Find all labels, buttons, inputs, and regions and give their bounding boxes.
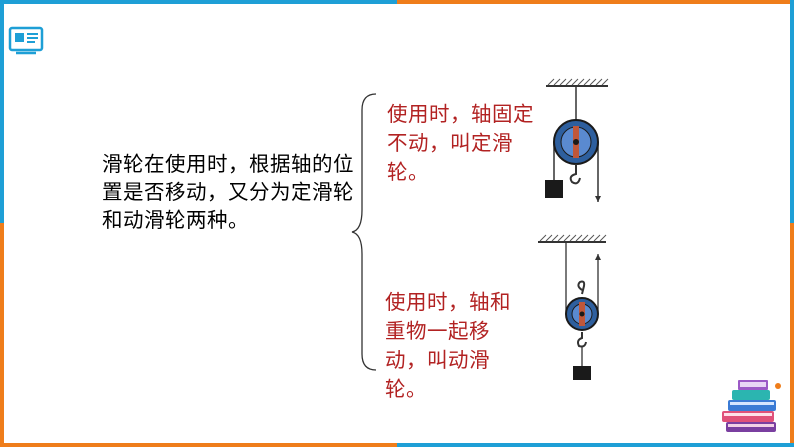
frame-right-bottom-bar (790, 223, 794, 447)
frame-top-left-bar (0, 0, 397, 4)
curly-brace (351, 93, 377, 371)
pulley-classification-text: 滑轮在使用时，根据轴的位置是否移动，又分为定滑轮和动滑轮两种。 (102, 152, 354, 232)
frame-bottom-left-bar (0, 443, 397, 447)
stack-of-books-icon (722, 380, 781, 432)
movable-pulley-definition: 使用时，轴和重物一起移动，叫动滑轮。 (385, 290, 511, 401)
computer-screen-icon (8, 26, 44, 55)
frame-bottom-right-bar (397, 443, 794, 447)
frame-right-top-bar (790, 0, 794, 223)
fixed-pulley-definition: 使用时，轴固定不动，叫定滑轮。 (387, 102, 534, 184)
movable-pulley-diagram (538, 234, 607, 380)
frame-left-bottom-bar (0, 223, 4, 447)
frame-left-top-bar (0, 0, 4, 223)
fixed-pulley-diagram (545, 78, 609, 202)
frame-top-right-bar (397, 0, 794, 4)
